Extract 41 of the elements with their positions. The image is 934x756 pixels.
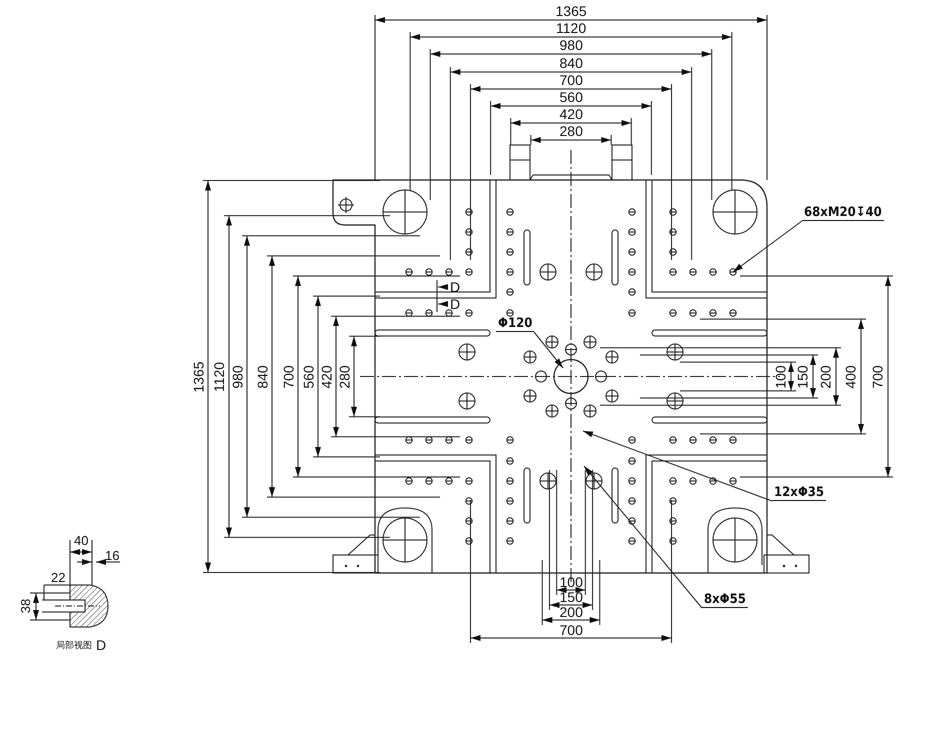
dimension-label: 1365 — [191, 360, 206, 392]
dimension-label: 400 — [843, 364, 858, 388]
leader-line — [584, 466, 702, 608]
dimension-label: 560 — [301, 364, 316, 388]
dimension-label: 700 — [560, 73, 583, 87]
dimension-label: 40 — [74, 534, 88, 548]
callout-label: 68xM20↧40 — [802, 205, 884, 221]
dimension-label: 38 — [19, 598, 34, 614]
dimension-label: 280 — [560, 124, 583, 138]
dimension-label: 150 — [560, 590, 583, 604]
dimension-label: 840 — [255, 364, 270, 388]
dimension-label: 420 — [560, 107, 583, 121]
dimension-label: 100 — [773, 364, 788, 388]
dimension-label: 420 — [319, 364, 334, 388]
dimension-label: 200 — [560, 605, 583, 619]
dimension-label: 100 — [560, 575, 583, 589]
callout-label: 8xΦ55 — [702, 592, 748, 608]
dimension-label: 700 — [560, 623, 583, 637]
dimension-label: 1365 — [556, 4, 587, 18]
dimension-label: 200 — [818, 364, 832, 388]
view-title: 局部视图 — [56, 639, 92, 652]
section-letter: D — [450, 280, 460, 294]
dimension-label: 16 — [105, 549, 120, 563]
dimension-label: 700 — [281, 364, 296, 388]
dimension-label: 980 — [230, 364, 244, 388]
callout-label: Φ120 — [496, 316, 534, 332]
dimension-label: 280 — [337, 364, 352, 388]
dimension-label: 700 — [870, 364, 884, 388]
dimension-label: 840 — [560, 56, 583, 70]
dimension-label: 150 — [795, 364, 810, 388]
dimension-label: 22 — [51, 571, 66, 585]
callout-label: 12xΦ35 — [772, 485, 826, 501]
dimension-label: 980 — [560, 38, 583, 52]
dimension-label: 1120 — [556, 21, 586, 35]
dimension-label: 560 — [560, 90, 583, 104]
leader-line — [732, 220, 802, 272]
section-letter: D — [450, 297, 460, 311]
leader-line — [534, 332, 564, 368]
dimension-label: 1120 — [212, 361, 226, 392]
section-letter: D — [96, 638, 106, 652]
leader-line — [582, 430, 772, 502]
